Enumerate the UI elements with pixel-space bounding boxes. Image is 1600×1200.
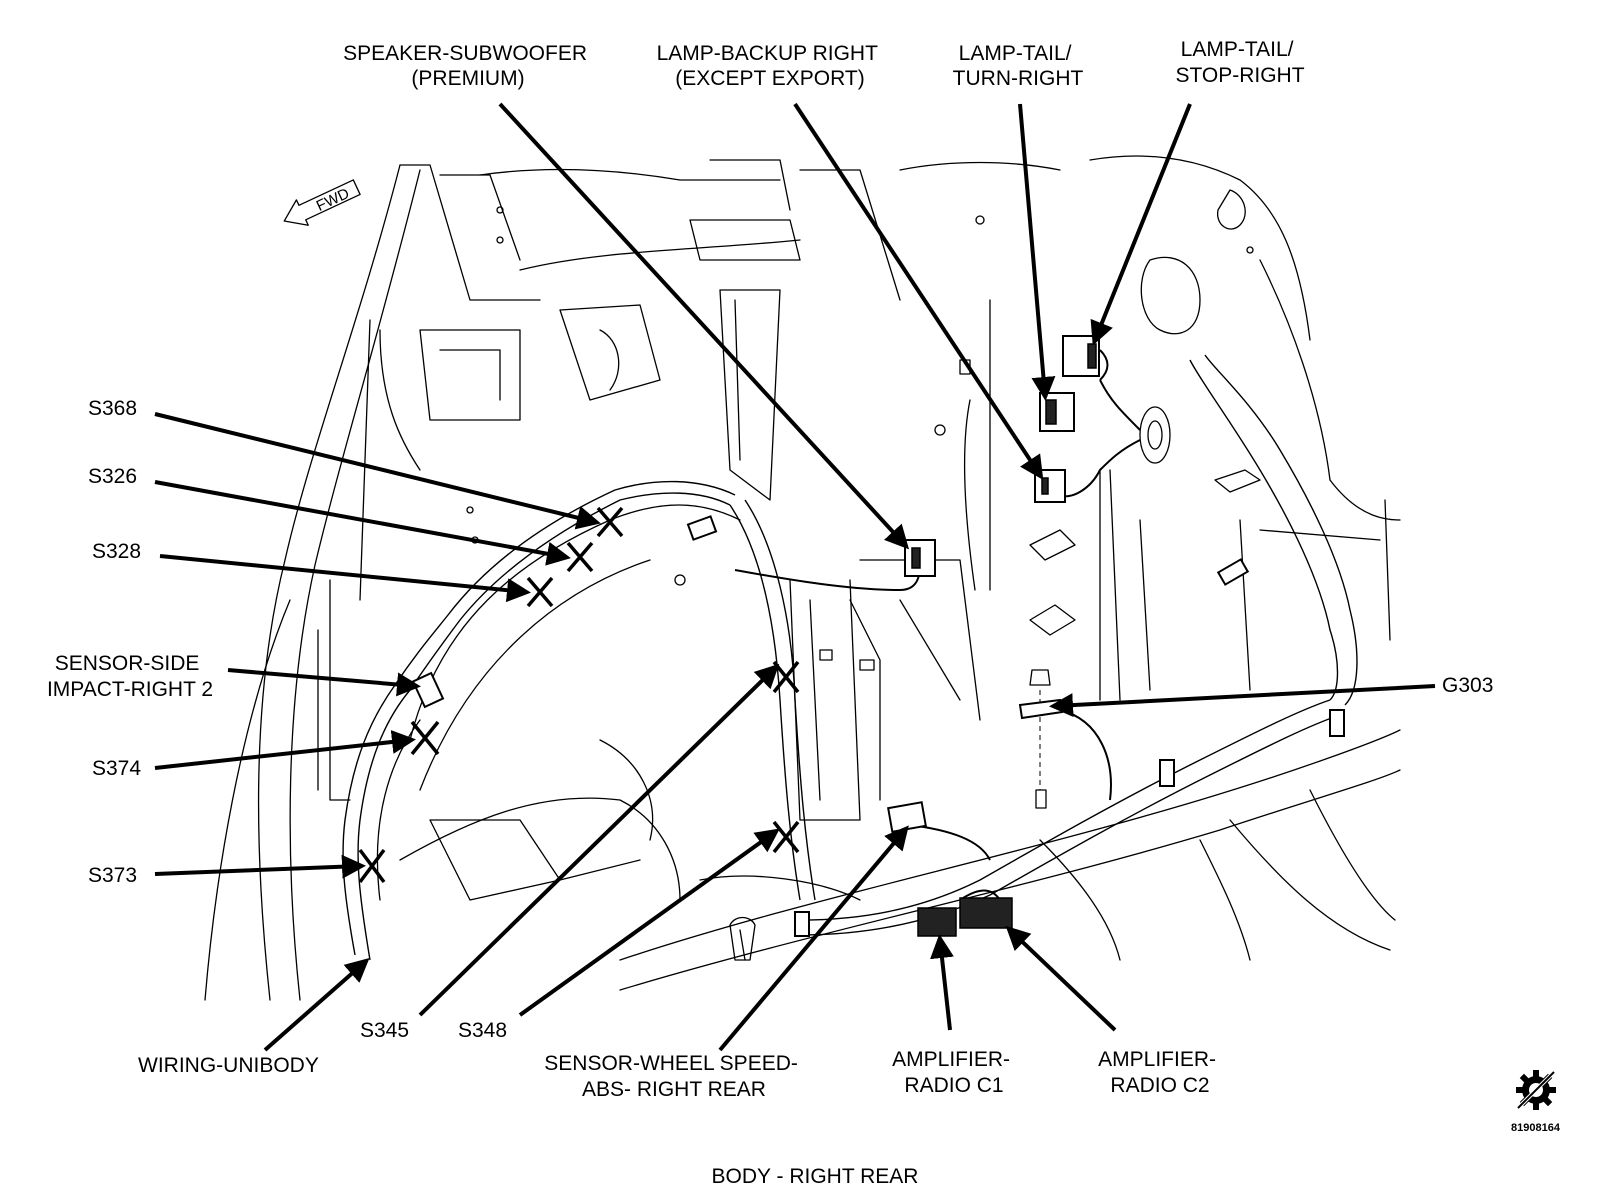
label-s373: S373 [88,864,137,887]
subwoofer-connector [904,539,936,577]
arrow-left-icon [283,179,361,226]
label-s326: S326 [88,465,137,488]
tail-stop-lamp-connector [1062,335,1100,377]
label-amplifier-radio-c1: AMPLIFIER- RADIO C1 [892,1048,1016,1097]
leader-s326 [154,480,571,566]
label-sensor-side-impact: SENSOR-SIDE IMPACT-RIGHT 2 [47,652,213,701]
leader-g303 [1049,684,1436,718]
amplifier-connectors [917,897,1013,937]
figure-id: 81908164 [1511,1122,1561,1134]
leader-wiring-unibody [263,958,370,1052]
splice-mark-s368 [596,506,624,538]
leader-lamp-tail-stop [1090,103,1192,346]
leader-s328 [159,554,531,603]
label-sensor-wheel-speed: SENSOR-WHEEL SPEED- ABS- RIGHT REAR [544,1052,803,1101]
label-lamp-tail-stop-right: LAMP-TAIL/ STOP-RIGHT [1175,38,1304,87]
leader-s348 [518,828,780,1017]
label-amplifier-radio-c2: AMPLIFIER- RADIO C2 [1098,1048,1222,1097]
leader-s368 [154,412,601,530]
leader-amplifier-c2 [1005,925,1117,1032]
gear-wrench-icon [1516,1070,1556,1110]
leader-s345 [418,663,780,1017]
leader-s373 [154,854,366,879]
label-g303: G303 [1442,674,1493,697]
diagram-title: BODY - RIGHT REAR [712,1165,919,1188]
label-s374: S374 [92,757,141,780]
labels: SPEAKER-SUBWOOFER (PREMIUM) LAMP-BACKUP … [47,38,1493,1188]
leader-sensor-wheel-speed [718,825,909,1052]
leader-sensor-side-impact [227,668,421,697]
splice-mark-s348 [772,820,800,854]
label-s328: S328 [92,540,141,563]
leader-speaker-subwoofer [498,102,910,550]
tail-turn-lamp-connector [1039,392,1075,432]
wheel-speed-sensor-connector [887,801,927,833]
splice-mark-s326 [566,541,594,573]
leader-amplifier-c1 [930,934,954,1031]
label-lamp-tail-turn-right: LAMP-TAIL/ TURN-RIGHT [953,42,1084,90]
label-s368: S368 [88,397,137,420]
leader-lamp-backup [793,102,1044,481]
splice-mark-s373 [358,848,386,884]
label-s345: S345 [360,1019,409,1042]
label-speaker-subwoofer: SPEAKER-SUBWOOFER (PREMIUM) [343,42,593,90]
leader-s374 [154,730,416,770]
vehicle-body-line-art [204,155,1401,1001]
wiring-harness [342,349,1358,961]
leader-lamp-tail-turn [1018,103,1056,401]
label-s348: S348 [458,1019,507,1042]
forward-indicator: FWD [283,179,361,226]
leader-lines [154,102,1436,1052]
splice-mark-s328 [526,576,554,608]
label-wiring-unibody: WIRING-UNIBODY [138,1054,319,1077]
ground-eyelet-g303 [1018,698,1064,720]
splice-mark-s374 [410,720,440,756]
label-lamp-backup-right: LAMP-BACKUP RIGHT (EXCEPT EXPORT) [657,42,884,90]
